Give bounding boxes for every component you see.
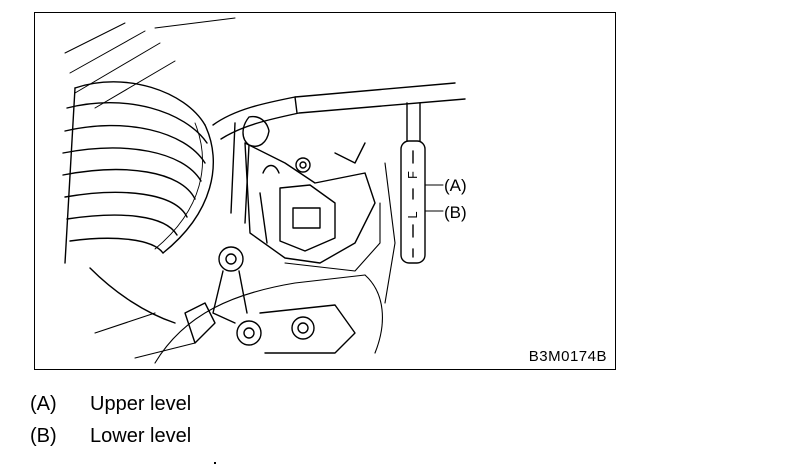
bolts: [184, 246, 356, 354]
legend: (A) Upper level (B) Lower level: [30, 393, 430, 457]
legend-text: Lower level: [90, 425, 192, 447]
legend-key: (A): [30, 393, 57, 415]
dipstick-gauge: [400, 102, 444, 264]
lower-structure: [94, 162, 396, 364]
gauge-mark-f: F: [405, 171, 420, 179]
hatch-lines: [64, 17, 236, 109]
mount-bracket: [244, 142, 376, 264]
legend-row-b: (B) Lower level: [30, 425, 430, 457]
legend-key: (B): [30, 425, 57, 447]
legend-text: Upper level: [90, 393, 192, 415]
air-duct: [62, 81, 215, 324]
engine-diagram: F L (A) (B) B3M0174B: [34, 12, 616, 370]
upper-hose: [212, 82, 466, 224]
figure-id-label: B3M0174B: [528, 348, 607, 365]
callout-a: (A): [444, 176, 467, 195]
legend-row-a: (A) Upper level: [30, 393, 430, 425]
engine-illustration: F L (A) (B): [62, 17, 467, 364]
stray-dot: [214, 462, 216, 464]
callout-b: (B): [444, 203, 467, 222]
gauge-mark-l: L: [405, 211, 420, 218]
